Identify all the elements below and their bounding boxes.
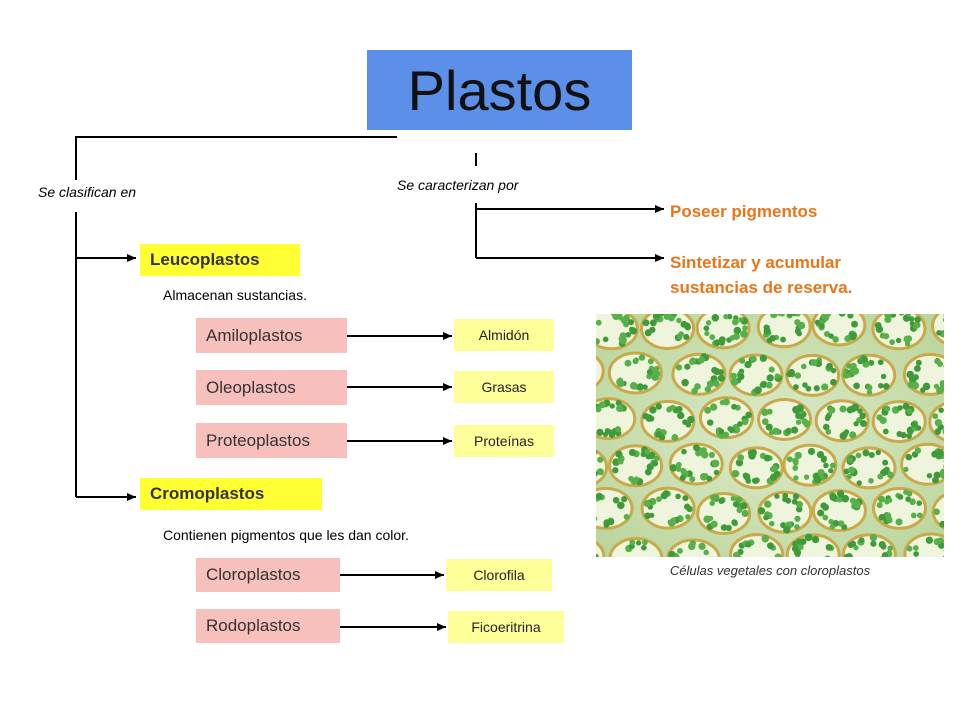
- chloroplast-cells-image: [596, 314, 944, 557]
- amiloplastos-box: Amiloplastos: [196, 318, 347, 353]
- cloroplastos-box: Cloroplastos: [196, 558, 340, 592]
- proteoplastos-box: Proteoplastos: [196, 423, 347, 458]
- characteristic-synthesis-line1: Sintetizar y acumular: [670, 253, 842, 272]
- image-caption: Células vegetales con cloroplastos: [669, 563, 871, 578]
- top-bracket-line: [75, 136, 397, 180]
- clorofila-box: Clorofila: [446, 559, 552, 591]
- leucoplastos-description: Almacenan sustancias.: [163, 287, 307, 303]
- characteristic-synthesis-line2: sustancias de reserva.: [670, 278, 853, 297]
- grasas-box: Grasas: [454, 371, 554, 403]
- page-title: Plastos: [367, 50, 632, 130]
- cromoplastos-box: Cromoplastos: [140, 478, 322, 510]
- proteinas-box: Proteínas: [454, 425, 554, 457]
- ficoeritrina-box: Ficoeritrina: [448, 611, 564, 643]
- characterize-label: Se caracterizan por: [397, 177, 519, 193]
- classify-label: Se clasifican en: [38, 184, 137, 200]
- characteristic-pigments: Poseer pigmentos: [670, 202, 818, 221]
- rodoplastos-box: Rodoplastos: [196, 609, 340, 643]
- almidon-box: Almidón: [454, 319, 554, 351]
- cromoplastos-description: Contienen pigmentos que les dan color.: [163, 527, 409, 543]
- oleoplastos-box: Oleoplastos: [196, 370, 347, 405]
- leucoplastos-box: Leucoplastos: [140, 244, 300, 276]
